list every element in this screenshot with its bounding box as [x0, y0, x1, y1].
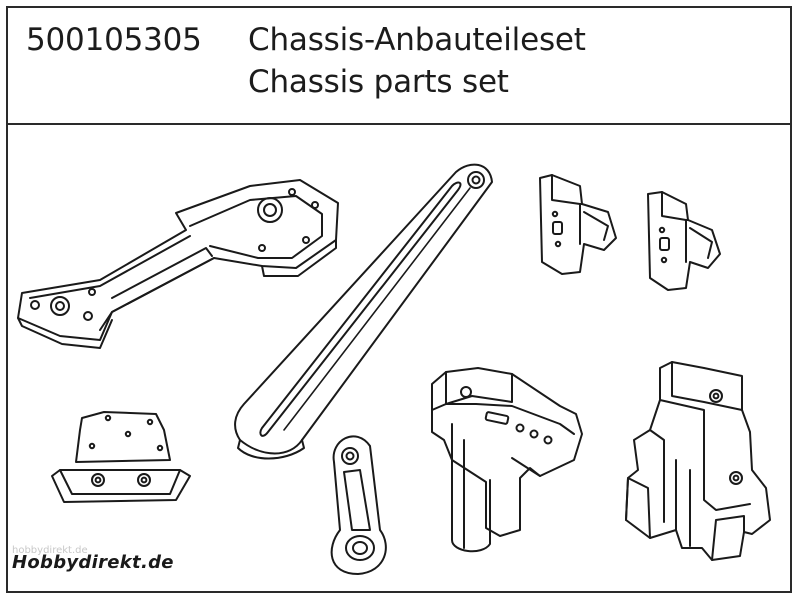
watermark-faint: hobbydirekt.de — [12, 545, 88, 556]
mount-bracket-left-drawing — [539, 174, 617, 275]
sheet-header: 500105305 Chassis-Anbauteileset Chassis … — [8, 8, 790, 125]
steering-arm-drawing — [330, 435, 387, 575]
title-english: Chassis parts set — [248, 64, 509, 100]
parts-sheet: 500105305 Chassis-Anbauteileset Chassis … — [6, 6, 792, 593]
title-german: Chassis-Anbauteileset — [248, 22, 586, 58]
long-strut-drawing — [234, 163, 493, 460]
bumper-mount-drawing — [51, 411, 191, 503]
mount-bracket-right-drawing — [647, 191, 721, 291]
part-number: 500105305 — [26, 22, 202, 58]
servo-saver-post-drawing — [431, 367, 583, 553]
watermark-logo: Hobbydirekt.de — [12, 552, 174, 573]
shock-tower-mount-drawing — [625, 361, 771, 561]
chassis-plate-drawing — [17, 179, 339, 349]
